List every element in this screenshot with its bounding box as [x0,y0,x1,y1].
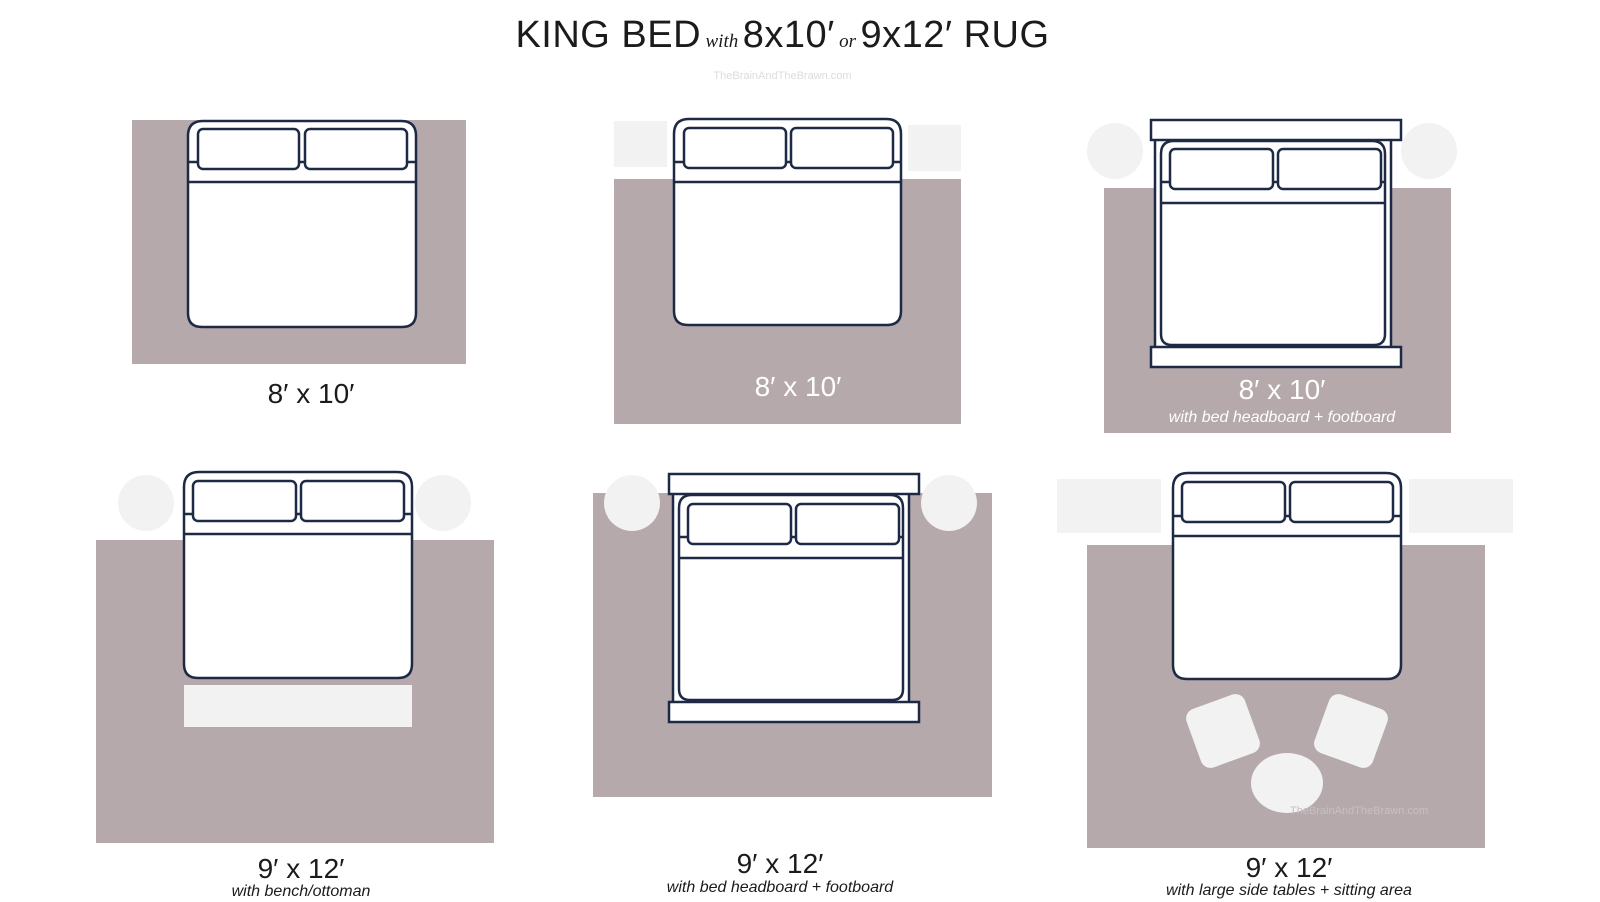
panel-3-note: with bed headboard + footboard [1168,409,1396,426]
king-bed-with-frame [1149,118,1403,369]
panel-6 [1057,471,1513,848]
nightstand [908,125,961,171]
nightstand-round [1401,123,1457,179]
pillow [299,479,406,523]
panel-4-note: with bench/ottoman [231,883,371,900]
accent-chair [1314,694,1388,768]
panel-3 [1087,118,1457,433]
pillow [794,502,901,546]
side-table-large [1409,479,1513,533]
nightstand-round [415,475,471,531]
pillow [1180,480,1287,524]
side-table-large [1057,479,1161,533]
accent-chair [1186,694,1260,768]
panel-5-size-label: 9′ x 12′ [736,848,824,879]
diagram-title: KING BED with 8x10′ or 9x12′ RUG [0,14,1565,57]
nightstand [614,121,667,167]
title-or: or [839,31,857,52]
footboard [667,700,921,724]
panel-4-size-label: 9′ x 12′ [257,853,345,884]
nightstand-round [1087,123,1143,179]
pillow [682,126,788,170]
pillow [686,502,793,546]
panel-2 [614,117,961,424]
pillow [303,127,409,171]
panel-6-size-label: 9′ x 12′ [1245,852,1333,883]
king-bed [1171,471,1403,681]
nightstand-round [604,475,660,531]
king-bed [186,119,418,329]
pillow [1168,147,1275,191]
bench-ottoman [184,685,412,727]
panel-6-note: with large side tables + sitting area [1166,882,1412,899]
panel-5-note: with bed headboard + footboard [666,879,894,896]
nightstand-round [921,475,977,531]
watermark-top: TheBrainAndTheBrawn.com [713,70,852,82]
panel-1-size-label: 8′ x 10′ [267,378,355,409]
panel-4 [96,470,494,843]
title-king-bed: KING BED [515,14,702,56]
panel-2-size-label: 8′ x 10′ [754,371,842,402]
king-bed-with-frame [667,472,921,724]
king-bed [672,117,903,327]
title-9x12-rug: 9x12′ RUG [860,14,1050,56]
headboard [1149,118,1403,142]
headboard [667,472,921,496]
footboard [1149,345,1403,369]
pillow [789,126,895,170]
panel-3-size-label: 8′ x 10′ [1238,374,1326,405]
title-with: with [705,31,739,52]
panel-1 [132,119,466,364]
panel-5 [593,472,992,797]
pillow [1276,147,1383,191]
pillow [191,479,298,523]
pillow [1288,480,1395,524]
king-bed [182,470,414,680]
pillow [196,127,301,171]
round-coffee-table [1251,753,1323,813]
watermark-bottom: TheBrainAndTheBrawn.com [1290,805,1429,817]
nightstand-round [118,475,174,531]
title-8x10: 8x10′ [742,14,835,56]
